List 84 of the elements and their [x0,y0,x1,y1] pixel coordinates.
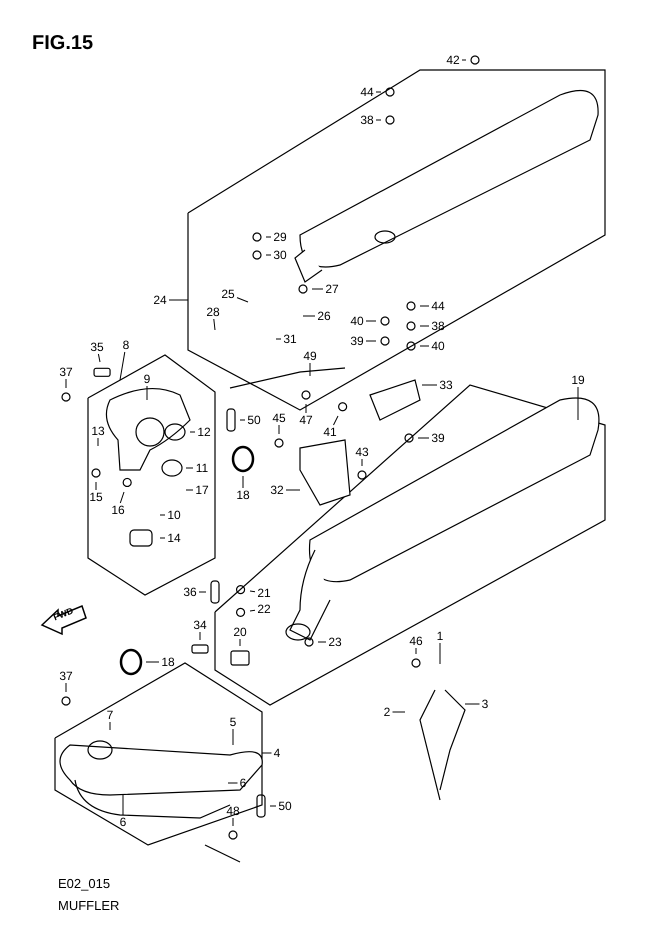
callout-number: 31 [283,332,297,346]
callout-number: 5 [230,715,236,729]
leader-line [250,610,256,612]
callout-number: 49 [303,349,317,363]
callout-number: 44 [431,299,445,313]
callout-number: 40 [350,314,364,328]
callout-number: 8 [122,338,130,352]
callout-number: 11 [196,461,208,475]
leader-line [122,794,124,816]
leader-line [366,320,376,322]
callout-number: 48 [226,804,240,818]
figure-caption: MUFFLER [58,898,120,913]
callout-number: 21 [257,586,271,600]
callout-number: 40 [431,339,445,353]
callout-number: 10 [167,508,181,522]
leader-line [232,728,234,746]
callout-number: 30 [273,248,287,262]
leader-line [160,514,166,516]
callout-number: 34 [193,618,207,632]
callout-number: 19 [571,373,585,387]
callout-number: 44 [360,85,374,99]
leader-line [98,354,100,362]
leader-line [366,340,376,342]
callout-number: 26 [317,309,331,323]
leader-line [250,590,256,592]
leader-line [228,782,238,784]
leader-line [242,476,244,488]
callout-number: 20 [233,625,247,639]
callout-number: 16 [111,503,125,517]
callout-number: 1 [436,629,444,643]
callout-number: 6 [120,815,126,829]
callout-number: 33 [439,378,453,392]
leader-line [312,288,324,290]
reference-code: E02_015 [58,876,110,891]
leader-line [333,416,338,426]
callout-number: 3 [482,697,488,711]
callout-number: 32 [270,483,284,497]
callout-number: 35 [90,340,104,354]
figure-title: FIG.15 [32,32,94,55]
callout-number: 39 [431,431,445,445]
callout-number: 38 [431,319,445,333]
callout-number: 47 [299,413,313,427]
leader-line [232,818,234,826]
callout-number: 50 [247,413,261,427]
callout-number: 4 [274,746,280,760]
callout-number: 29 [273,230,287,244]
leader-line [120,492,124,504]
callout-number: 43 [355,445,369,459]
callout-number: 45 [272,411,286,425]
callout-number: 25 [221,287,235,301]
callout-number: 37 [59,669,73,683]
callout-number: 27 [325,282,339,296]
callout-number: 18 [236,488,250,502]
leader-line [262,752,272,754]
leader-line [422,384,438,386]
callout-number: 41 [323,425,337,439]
callout-number: 42 [446,53,460,67]
callout-number: 39 [350,334,364,348]
callout-number: 17 [195,483,209,497]
callout-number: 36 [183,585,197,599]
callout-number: 38 [360,113,374,127]
callout-number: 13 [91,424,105,438]
callout-number: 46 [409,634,423,648]
leader-line [276,338,282,340]
leader-line [236,297,248,302]
callout-number: 18 [161,655,175,669]
callout-number: 7 [106,708,114,722]
leader-line [213,318,216,330]
callout-number: 2 [384,705,390,719]
callout-number: 14 [167,531,181,545]
callout-number: 9 [144,372,150,386]
leader-line [120,352,126,380]
callout-number: 50 [278,799,292,813]
callout-number: 24 [153,293,167,307]
callout-number: 12 [197,425,211,439]
callout-number: 37 [59,365,73,379]
callout-number: 28 [206,305,220,319]
leader-line [278,424,280,434]
leader-line [266,236,272,238]
leader-line [146,386,148,400]
callout-number: 15 [89,490,103,504]
leader-line [266,254,272,256]
callout-number: 23 [328,635,342,649]
callout-number: 22 [257,602,271,616]
